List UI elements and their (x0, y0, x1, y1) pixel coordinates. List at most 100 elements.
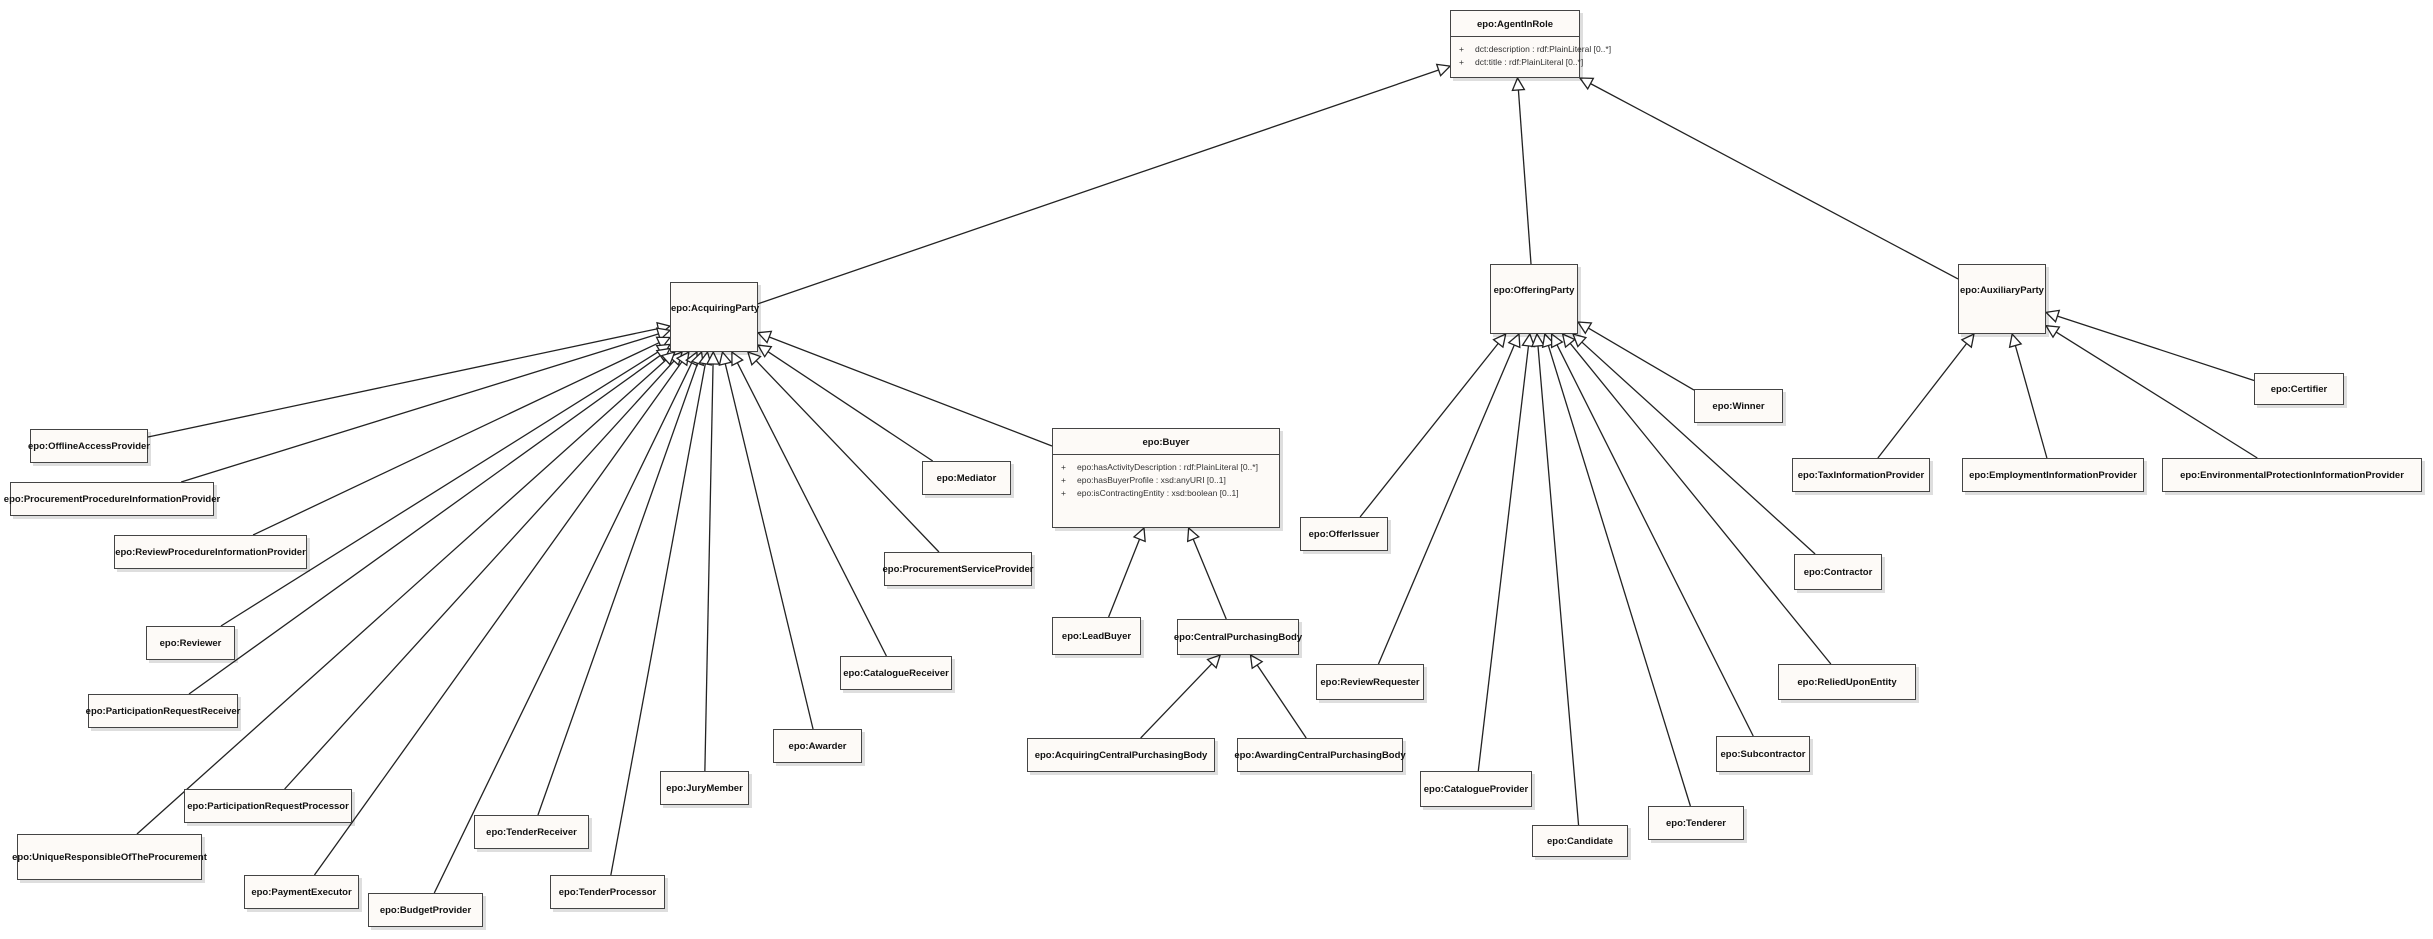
generalization-arrowhead (1507, 332, 1521, 349)
class-name: epo:OfferIssuer (1308, 528, 1380, 540)
class-awarding-central-purchasing-body[interactable]: epo:AwardingCentralPurchasingBody (1234, 738, 1406, 772)
generalization-line (2057, 315, 2255, 382)
visibility-marker: + (1061, 475, 1066, 485)
generalization-arrowhead (1571, 333, 1588, 348)
generalization-arrowhead (1511, 76, 1526, 92)
class-candidate[interactable]: epo:Candidate (1532, 825, 1628, 857)
class-catalogue-provider[interactable]: epo:CatalogueProvider (1420, 771, 1532, 807)
class-contractor[interactable]: epo:Contractor (1794, 554, 1882, 590)
class-environmental-protection-information-provider[interactable]: epo:EnvironmentalProtectionInformationPr… (2162, 458, 2422, 492)
class-unique-responsible-of-the-procurement[interactable]: epo:UniqueResponsibleOfTheProcurement (12, 834, 207, 880)
class-tender-receiver[interactable]: epo:TenderReceiver (474, 815, 589, 849)
generalization-line (1537, 345, 1580, 826)
generalization-arrowhead (1249, 653, 1264, 670)
generalization-arrowhead (756, 330, 773, 344)
class-procurement-procedure-information-provider[interactable]: epo:ProcurementProcedureInformationProvi… (4, 482, 220, 516)
class-winner[interactable]: epo:Winner (1694, 389, 1783, 423)
class-reviewer[interactable]: epo:Reviewer (146, 626, 235, 660)
generalization-arrowhead (1561, 332, 1577, 349)
generalization-line (1377, 344, 1515, 665)
class-certifier[interactable]: epo:Certifier (2254, 373, 2344, 405)
generalization-arrowhead (1578, 77, 1595, 91)
class-acquiring-party[interactable]: epo:AcquiringParty (670, 282, 759, 352)
attribute-list: +dct:description : rdf:PlainLiteral [0..… (1451, 37, 1611, 69)
attribute-row: + epo:hasBuyerProfile : xsd:anyURI [0..1] (1061, 474, 1273, 487)
class-name: epo:CatalogueProvider (1423, 783, 1529, 795)
class-offline-access-provider[interactable]: epo:OfflineAccessProvider (28, 429, 150, 463)
class-name: epo:ParticipationRequestProcessor (187, 800, 349, 812)
class-tax-information-provider[interactable]: epo:TaxInformationProvider (1792, 458, 1930, 492)
class-review-requester[interactable]: epo:ReviewRequester (1316, 664, 1424, 700)
class-name: epo:Tenderer (1665, 817, 1726, 829)
class-subcontractor[interactable]: epo:Subcontractor (1716, 736, 1810, 772)
class-offer-issuer[interactable]: epo:OfferIssuer (1300, 517, 1388, 551)
class-name: epo:CatalogueReceiver (843, 667, 949, 679)
class-jury-member[interactable]: epo:JuryMember (660, 771, 749, 805)
attribute-text: epo:isContractingEntity : xsd:boolean [0… (1077, 488, 1239, 498)
attribute-text: epo:hasActivityDescription : rdf:PlainLi… (1077, 462, 1258, 472)
attribute-text: epo:hasBuyerProfile : xsd:anyURI [0..1] (1077, 475, 1226, 485)
class-budget-provider[interactable]: epo:BudgetProvider (368, 893, 483, 927)
class-acquiring-central-purchasing-body[interactable]: epo:AcquiringCentralPurchasingBody (1027, 738, 1215, 772)
generalization-line (704, 363, 714, 772)
generalization-line (1581, 341, 1816, 555)
class-participation-request-processor[interactable]: epo:ParticipationRequestProcessor (184, 789, 352, 823)
class-offering-party[interactable]: epo:OfferingParty (1490, 264, 1578, 334)
generalization-line (755, 360, 940, 553)
class-name: epo:Buyer (1053, 429, 1279, 455)
generalization-line (767, 351, 934, 462)
class-awarder[interactable]: epo:Awarder (773, 729, 862, 763)
generalization-line (147, 327, 659, 438)
class-central-purchasing-body[interactable]: epo:CentralPurchasingBody (1173, 619, 1303, 655)
generalization-arrowhead (2008, 332, 2023, 349)
generalization-line (736, 362, 887, 657)
class-name: epo:TenderReceiver (486, 826, 577, 838)
generalization-arrowhead (731, 350, 744, 367)
generalization-line (180, 333, 659, 483)
generalization-line (284, 360, 675, 790)
class-name: epo:LeadBuyer (1061, 630, 1132, 642)
class-procurement-service-provider[interactable]: epo:ProcurementServiceProvider (883, 552, 1034, 586)
generalization-line (610, 363, 706, 876)
generalization-line (1108, 538, 1141, 618)
class-buyer[interactable]: epo:Buyer + epo:hasActivityDescription : … (1052, 428, 1280, 528)
generalization-arrowhead (1492, 332, 1507, 349)
class-relied-upon-entity[interactable]: epo:ReliedUponEntity (1778, 664, 1916, 700)
generalization-line (252, 342, 660, 536)
class-review-procedure-information-provider[interactable]: epo:ReviewProcedureInformationProvider (114, 535, 307, 569)
class-name: epo:Winner (1712, 400, 1765, 412)
attribute-row: +dct:title : rdf:PlainLiteral [0..*] (1459, 56, 1583, 69)
attribute-row: +dct:description : rdf:PlainLiteral [0..… (1459, 43, 1611, 56)
generalization-line (724, 363, 814, 730)
class-agent-in-role[interactable]: epo:AgentInRole +dct:description : rdf:P… (1450, 10, 1611, 78)
generalization-line (433, 362, 693, 894)
class-name: epo:ProcurementProcedureInformationProvi… (3, 493, 221, 505)
generalization-arrowhead (746, 350, 762, 367)
class-employment-information-provider[interactable]: epo:EmploymentInformationProvider (1962, 458, 2144, 492)
generalization-arrowhead (756, 344, 773, 358)
generalization-arrowhead (705, 350, 721, 365)
generalization-line (313, 361, 683, 876)
visibility-marker: + (1061, 462, 1066, 472)
class-name: epo:JuryMember (666, 782, 743, 794)
class-name: epo:Subcontractor (1720, 748, 1806, 760)
class-name: epo:CentralPurchasingBody (1173, 631, 1303, 643)
generalization-arrowhead (1206, 653, 1222, 670)
visibility-marker: + (1459, 44, 1464, 54)
class-name: epo:OfferingParty (1493, 285, 1575, 296)
class-lead-buyer[interactable]: epo:LeadBuyer (1052, 617, 1141, 655)
generalization-line (1256, 664, 1307, 739)
attribute-row: + epo:hasActivityDescription : rdf:PlainL… (1061, 461, 1273, 474)
class-participation-request-receiver[interactable]: epo:ParticipationRequestReceiver (86, 694, 240, 728)
class-catalogue-receiver[interactable]: epo:CatalogueReceiver (840, 656, 952, 690)
class-tender-processor[interactable]: epo:TenderProcessor (550, 875, 665, 909)
generalization-line (1569, 342, 1832, 665)
class-auxiliary-party[interactable]: epo:AuxiliaryParty (1958, 264, 2046, 334)
generalization-arrowhead (1132, 526, 1146, 543)
class-mediator[interactable]: epo:Mediator (922, 461, 1011, 495)
class-tenderer[interactable]: epo:Tenderer (1648, 806, 1744, 840)
generalization-line (188, 354, 661, 695)
class-payment-executor[interactable]: epo:PaymentExecutor (244, 875, 359, 909)
class-name: epo:AgentInRole (1451, 11, 1579, 37)
